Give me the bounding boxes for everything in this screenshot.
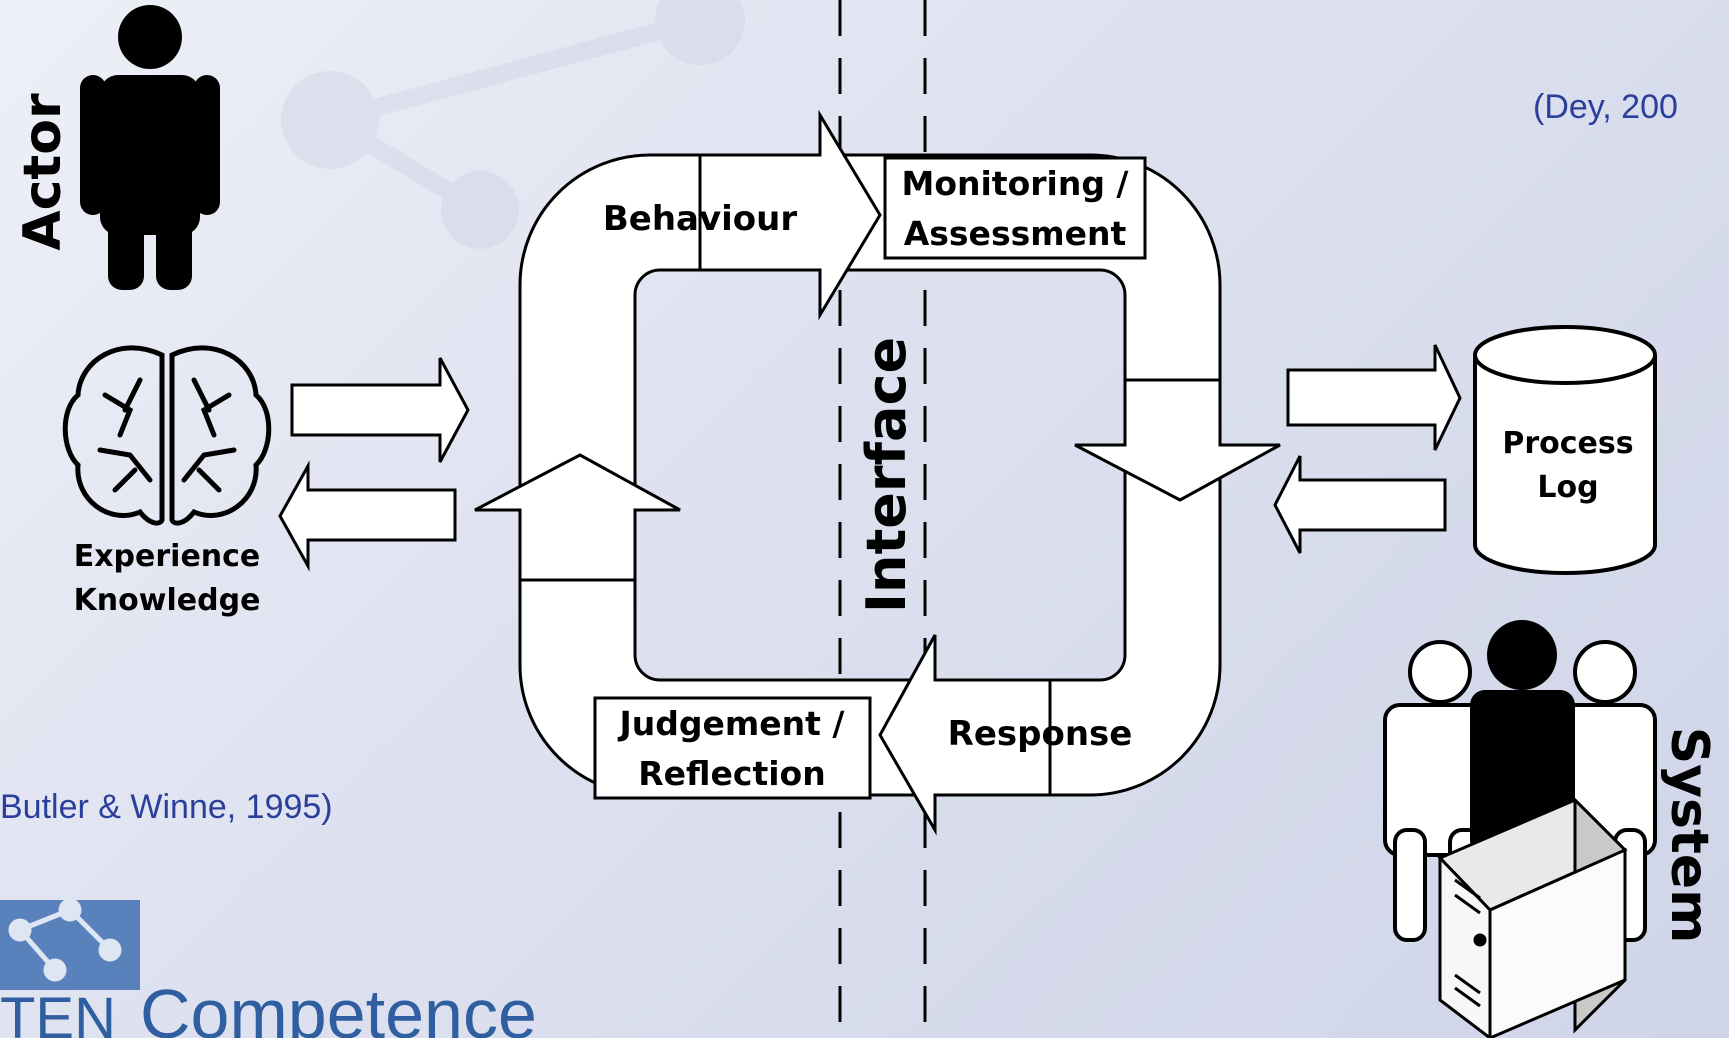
monitoring-box	[883, 156, 1147, 260]
tencompetence-logo: TEN Competence	[0, 898, 537, 1038]
database-cylinder-icon	[1473, 325, 1657, 575]
system-label: System	[1659, 727, 1719, 944]
response-label: Response	[948, 714, 1133, 754]
arrow-from-cycle-left	[278, 460, 457, 572]
server-icon	[1437, 796, 1628, 1038]
knowledge-label: Knowledge	[74, 583, 261, 618]
up-arrowhead	[474, 453, 681, 582]
background-network-decoration	[281, 0, 745, 249]
down-arrowhead	[1074, 378, 1281, 502]
behaviour-label: Behaviour	[603, 199, 798, 239]
judgement-label-line1: Judgement /	[618, 704, 846, 743]
actor-person-icon	[80, 5, 220, 290]
citation-butler-winne: Butler & Winne, 1995)	[0, 788, 333, 826]
arrow-from-log	[1273, 455, 1447, 554]
experience-label: Experience	[74, 539, 261, 574]
actor-label: Actor	[13, 93, 73, 251]
logo-ten: TEN	[0, 986, 116, 1038]
arrow-to-log	[1286, 344, 1462, 451]
monitoring-label-line1: Monitoring /	[901, 164, 1129, 203]
citation-dey: (Dey, 200	[1533, 88, 1678, 126]
judgement-label-line2: Reflection	[638, 754, 825, 793]
behaviour-arrowhead	[698, 109, 882, 321]
log-label: Log	[1537, 470, 1598, 505]
judgement-box	[593, 696, 872, 800]
brain-icon	[62, 345, 272, 526]
cycle-loop	[518, 153, 1222, 797]
logo-competence: Competence	[140, 975, 537, 1038]
arrow-to-cycle-left	[290, 357, 470, 463]
interface-label: Interface	[855, 337, 918, 613]
monitoring-label-line2: Assessment	[904, 214, 1127, 253]
process-label: Process	[1502, 426, 1633, 461]
response-arrowhead	[878, 634, 1052, 836]
